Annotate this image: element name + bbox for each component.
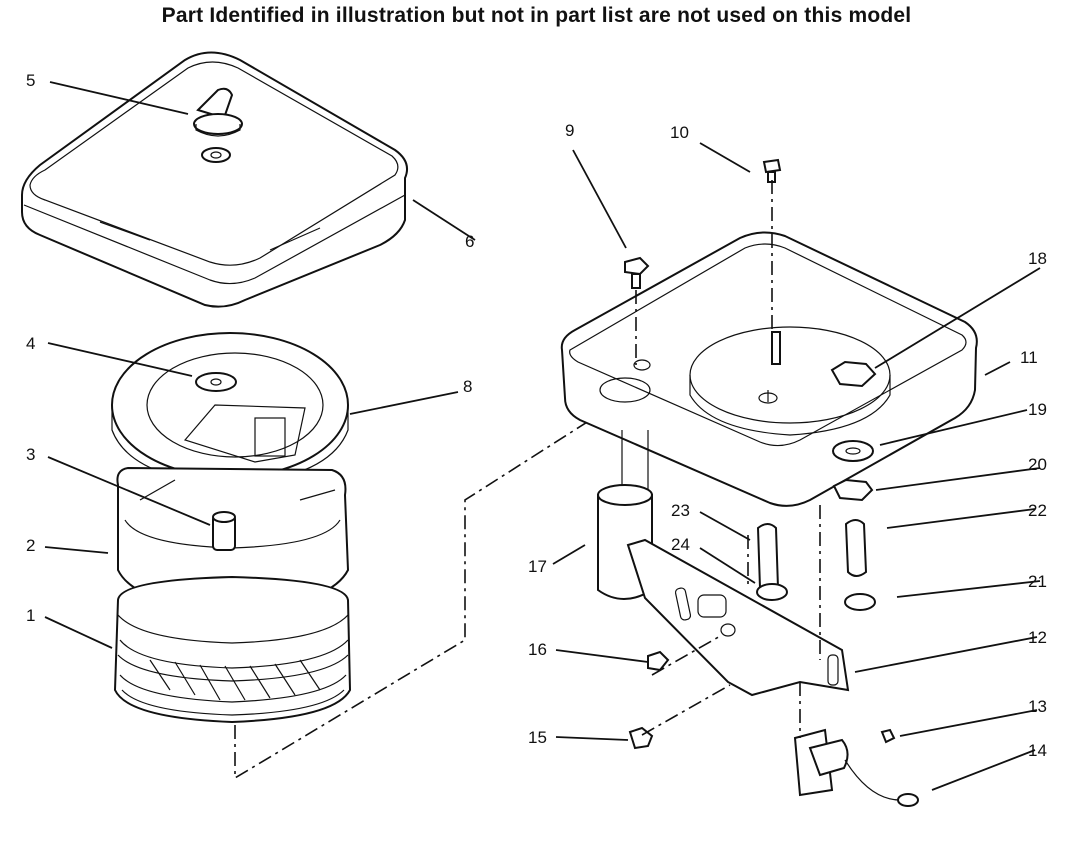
lock-nut-small bbox=[647, 650, 670, 672]
callout-20: 20 bbox=[1028, 455, 1047, 474]
wing-nut bbox=[830, 360, 877, 388]
callout-2: 2 bbox=[26, 536, 35, 555]
callout-16: 16 bbox=[528, 640, 547, 659]
hose-clamp-left bbox=[756, 583, 788, 601]
callout-5: 5 bbox=[26, 71, 35, 90]
air-cleaner-base bbox=[560, 231, 978, 507]
callout-6: 6 bbox=[465, 232, 474, 251]
mounting-screw bbox=[624, 256, 650, 289]
callout-12: 12 bbox=[1028, 628, 1047, 647]
callout-8: 8 bbox=[463, 377, 472, 396]
air-cleaner-cover bbox=[21, 51, 408, 308]
retaining-screw bbox=[880, 728, 896, 744]
callout-1: 1 bbox=[26, 606, 35, 625]
element-cover-ring bbox=[111, 332, 349, 486]
callout-4: 4 bbox=[26, 334, 35, 353]
filter-element bbox=[113, 575, 352, 724]
callout-13: 13 bbox=[1028, 697, 1047, 716]
restriction-indicator bbox=[793, 728, 919, 807]
page-title: Part Identified in illustration but not … bbox=[161, 4, 912, 27]
wing-knob bbox=[193, 87, 243, 163]
breather-hose-right bbox=[844, 519, 868, 577]
hose-clamp-right bbox=[844, 593, 876, 611]
sealing-washer bbox=[832, 440, 874, 462]
mounting-bracket bbox=[626, 538, 850, 697]
callout-labels: 5 6 4 8 3 2 1 9 10 18 11 19 20 22 21 12 … bbox=[26, 71, 1047, 760]
callout-17: 17 bbox=[528, 557, 547, 576]
leader-lines bbox=[44, 81, 1041, 791]
callout-3: 3 bbox=[26, 445, 35, 464]
stud bbox=[771, 331, 781, 365]
callout-10: 10 bbox=[670, 123, 689, 142]
callout-19: 19 bbox=[1028, 400, 1047, 419]
callout-23: 23 bbox=[671, 501, 690, 520]
callout-21: 21 bbox=[1028, 572, 1047, 591]
stud-screw bbox=[762, 158, 782, 183]
callout-15: 15 bbox=[528, 728, 547, 747]
callout-14: 14 bbox=[1028, 741, 1047, 760]
breather-hose-left bbox=[756, 523, 780, 593]
callout-24: 24 bbox=[671, 535, 690, 554]
callout-11: 11 bbox=[1020, 348, 1038, 367]
center-sleeve bbox=[212, 511, 236, 551]
callout-9: 9 bbox=[565, 121, 574, 140]
callout-22: 22 bbox=[1028, 501, 1047, 520]
callout-18: 18 bbox=[1028, 249, 1047, 268]
hex-nut bbox=[832, 478, 874, 502]
